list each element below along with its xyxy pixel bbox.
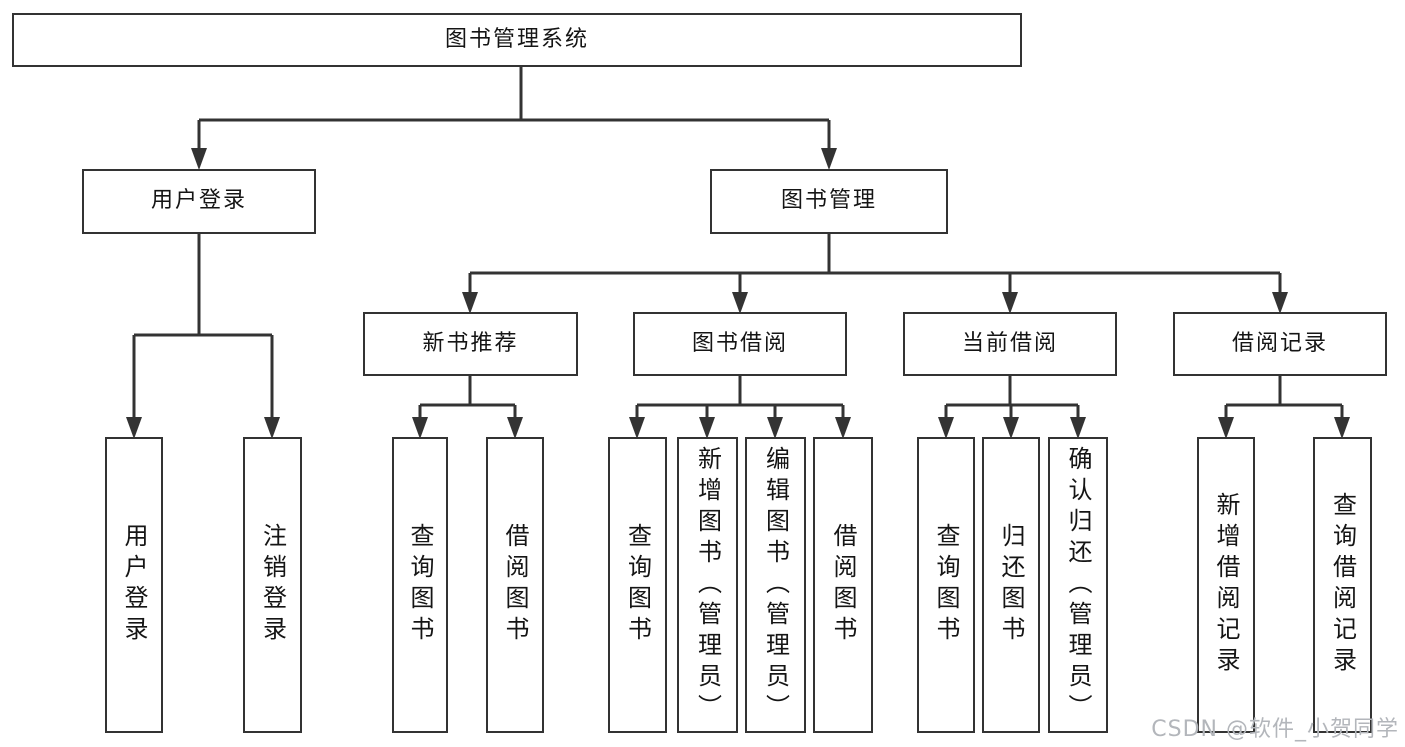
leaf-add-book-admin: 新增图书（管理员） <box>677 437 738 733</box>
node-borrow-records: 借阅记录 <box>1173 312 1387 376</box>
node-current-borrow: 当前借阅 <box>903 312 1117 376</box>
node-current-borrow-label: 当前借阅 <box>961 330 1058 356</box>
leaf-edit-book-admin: 编辑图书（管理员） <box>745 437 806 733</box>
leaf-edit-book-admin-label: 编辑图书（管理员） <box>761 445 790 725</box>
leaf-query-books-recommend: 查询图书 <box>392 437 448 733</box>
node-book-borrow-label: 图书借阅 <box>691 330 788 356</box>
leaf-borrow-books-borrow-label: 借阅图书 <box>829 523 857 647</box>
leaf-user-login: 用户登录 <box>105 437 163 733</box>
leaf-logout: 注销登录 <box>243 437 302 733</box>
leaf-borrow-books-recommend-label: 借阅图书 <box>501 523 529 647</box>
node-new-book-recommend: 新书推荐 <box>363 312 578 376</box>
leaf-user-login-label: 用户登录 <box>120 523 148 647</box>
leaf-confirm-return-admin-label: 确认归还（管理员） <box>1064 445 1092 725</box>
watermark: CSDN @软件_小贺同学 <box>1151 717 1399 742</box>
leaf-borrow-books-borrow: 借阅图书 <box>813 437 873 733</box>
leaf-query-books-current: 查询图书 <box>917 437 975 733</box>
leaf-query-books-borrow-label: 查询图书 <box>623 523 652 647</box>
node-root: 图书管理系统 <box>12 13 1022 67</box>
leaf-query-borrow-record-label: 查询借阅记录 <box>1328 492 1357 678</box>
leaf-add-borrow-record-label: 新增借阅记录 <box>1212 492 1240 678</box>
leaf-logout-label: 注销登录 <box>258 523 287 647</box>
leaf-query-books-recommend-label: 查询图书 <box>406 523 434 647</box>
leaf-query-books-borrow: 查询图书 <box>608 437 667 733</box>
node-book-management-label: 图书管理 <box>780 188 877 214</box>
node-new-book-recommend-label: 新书推荐 <box>422 330 519 356</box>
node-book-borrow: 图书借阅 <box>633 312 847 376</box>
leaf-borrow-books-recommend: 借阅图书 <box>486 437 544 733</box>
node-user-login-group-label: 用户登录 <box>150 188 247 214</box>
leaf-add-borrow-record: 新增借阅记录 <box>1197 437 1255 733</box>
node-borrow-records-label: 借阅记录 <box>1231 330 1328 356</box>
leaf-return-book-label: 归还图书 <box>997 523 1025 647</box>
node-root-label: 图书管理系统 <box>444 26 589 52</box>
leaf-confirm-return-admin: 确认归还（管理员） <box>1048 437 1108 733</box>
node-user-login-group: 用户登录 <box>82 169 316 234</box>
leaf-return-book: 归还图书 <box>982 437 1040 733</box>
leaf-add-book-admin-label: 新增图书（管理员） <box>693 445 722 725</box>
node-book-management: 图书管理 <box>710 169 948 234</box>
leaf-query-borrow-record: 查询借阅记录 <box>1313 437 1372 733</box>
leaf-query-books-current-label: 查询图书 <box>932 523 960 647</box>
